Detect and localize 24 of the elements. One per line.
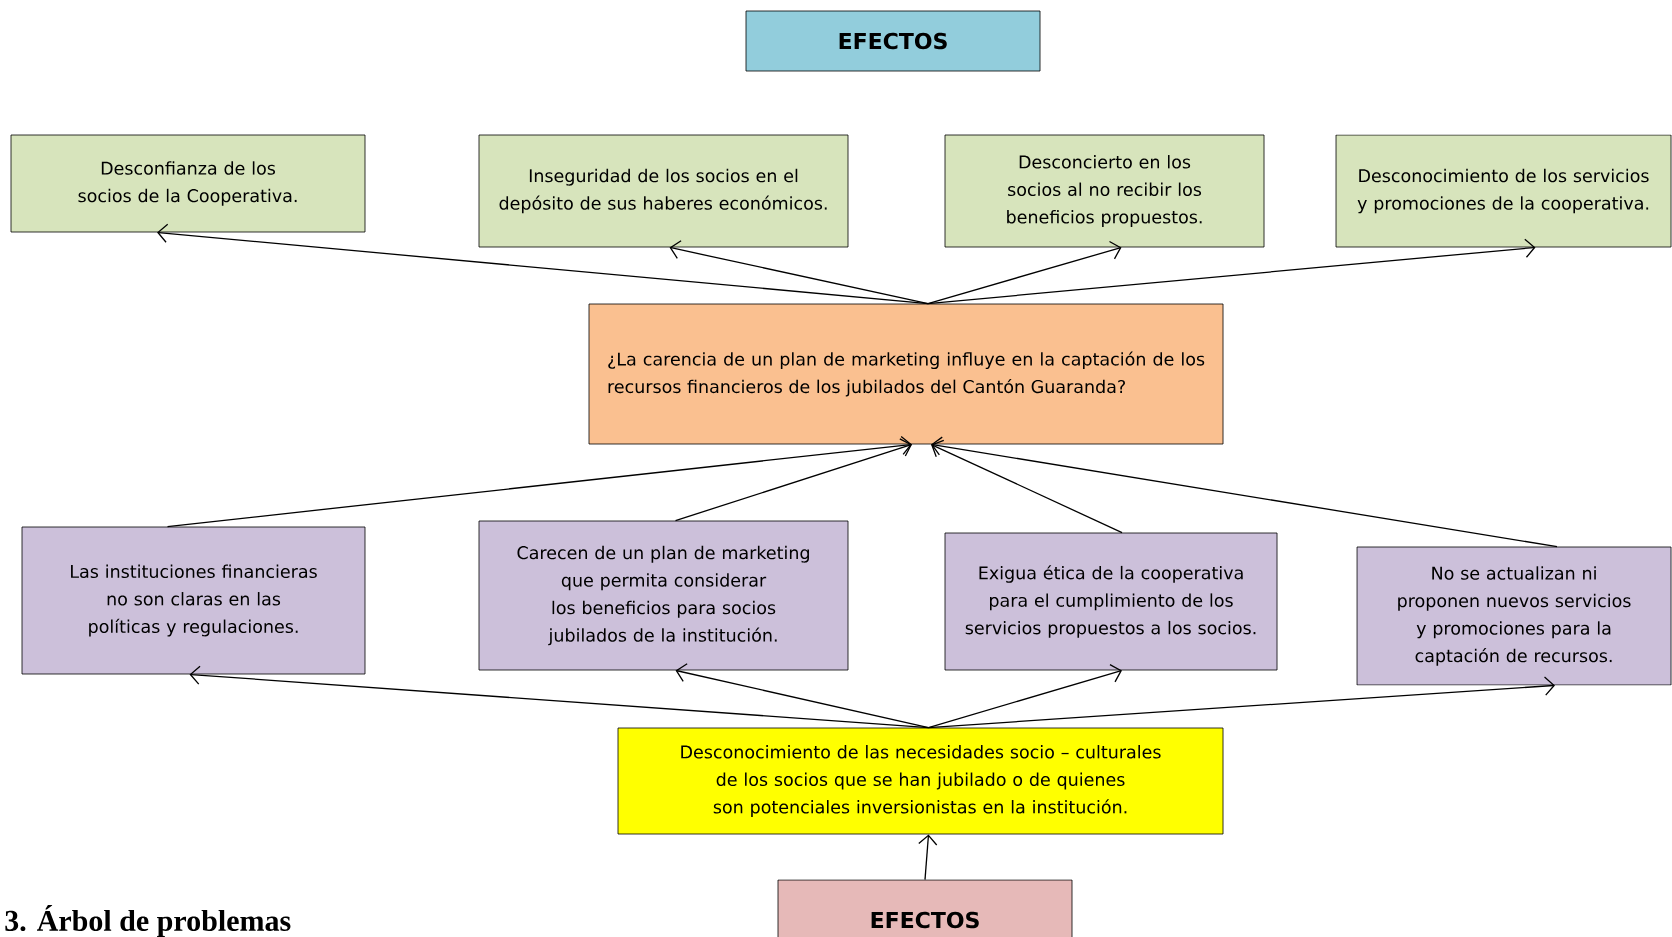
- problem-box: ¿La carencia de un plan de marketing influye en la captación de los recursos financieros de los jubilados del Cantón Guaranda?: [588, 303, 1224, 445]
- effect-box: Desconocimiento de los servicios y promociones de la cooperativa.: [1335, 134, 1672, 248]
- effect-box: Inseguridad de los socios en el depósito de sus haberes económicos.: [478, 134, 849, 248]
- arrow: [918, 834, 938, 881]
- cause-box: Exigua ética de la cooperativa para el cumplimiento de los servicios propuestos a los socios.: [944, 532, 1278, 671]
- arrow: [166, 435, 912, 528]
- section-heading: 3. Árbol de problemas: [5, 904, 291, 937]
- arrow: [931, 436, 1558, 548]
- cause-box: Carecen de un plan de marketing que permita considerar los beneficios para socios jubilados de la institución.: [478, 520, 849, 671]
- effect-box: Desconfianza de los socios de la Cooperativa.: [10, 134, 366, 233]
- root-cause-box: Desconocimiento de las necesidades socio – culturales de los socios que se han jubilado o de quienes son potenciales inversionistas en la institución.: [617, 727, 1224, 835]
- arrow: [927, 240, 1122, 305]
- arrow: [675, 663, 930, 729]
- arrow: [927, 676, 1555, 729]
- arrow: [927, 663, 1123, 729]
- effect-box: Desconcierto en los socios al no recibir los beneficios propuestos.: [944, 134, 1265, 248]
- cause-box: Las instituciones financieras no son claras en las políticas y regulaciones.: [21, 526, 366, 675]
- arrow: [669, 240, 929, 305]
- arrow: [927, 238, 1536, 305]
- cause-box: No se actualizan ni proponen nuevos servicios y promociones para la captación de recursos.: [1356, 546, 1672, 686]
- heading-box: EFECTOS: [745, 10, 1041, 72]
- heading-box: EFECTOS: [777, 879, 1073, 937]
- arrow: [674, 438, 912, 522]
- arrow: [931, 439, 1123, 534]
